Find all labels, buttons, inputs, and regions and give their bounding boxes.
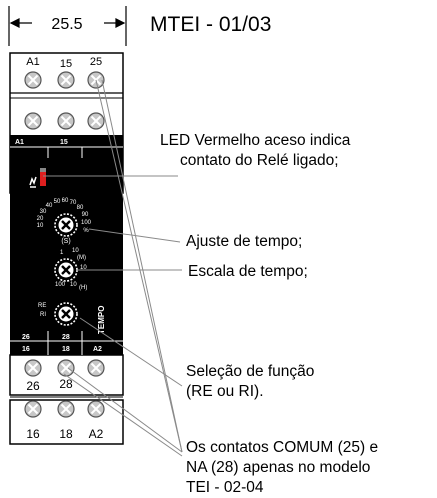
scale-tick-10a: 10	[72, 248, 79, 254]
scale-tick-10b: 10	[80, 265, 87, 271]
callout-led-line2: contato do Relé ligado;	[180, 152, 339, 169]
panel-label-28: 28	[62, 334, 70, 341]
callout-led-line1: LED Vermelho aceso indica	[160, 132, 351, 149]
callout-escala: Escala de tempo;	[188, 263, 308, 280]
function-select-dial[interactable]	[54, 302, 78, 326]
scale-unit-minutes: (M)	[77, 255, 86, 261]
screw-terminal-mid-1[interactable]	[24, 112, 42, 130]
screw-terminal-mid-2[interactable]	[57, 112, 75, 130]
red-led	[40, 171, 46, 186]
panel-label-15: 15	[60, 139, 68, 146]
screw-terminal-bottom-1[interactable]	[24, 400, 42, 418]
callout-contatos-line3: TEI - 02-04	[186, 479, 264, 496]
dial-tick-20: 20	[37, 216, 44, 222]
time-adjust-dial[interactable]	[54, 213, 78, 237]
function-label-re: RE	[38, 303, 46, 309]
dial-tick-70: 70	[70, 200, 77, 206]
dial-tick-100: 100	[81, 220, 92, 226]
leader-lines	[43, 79, 183, 457]
callout-ajuste: Ajuste de tempo;	[186, 233, 303, 250]
dial-tick-percent: %	[83, 228, 89, 234]
screw-terminal-bottom-3[interactable]	[87, 400, 105, 418]
screw-terminal-bottom-2[interactable]	[57, 400, 75, 418]
screw-terminals-top	[24, 71, 105, 418]
screw-terminal-lower-3[interactable]	[87, 359, 105, 377]
dial-tick-50: 50	[54, 199, 61, 205]
dial-tick-40: 40	[46, 203, 53, 209]
panel-label-a2: A2	[93, 346, 102, 353]
brand-label: TEMPO	[97, 306, 106, 334]
terminal-label-15: 15	[60, 58, 72, 70]
function-label-ri: RI	[40, 312, 46, 318]
screw-terminal-mid-3[interactable]	[87, 112, 105, 130]
callout-contatos-line2: NA (28) apenas no modelo	[186, 459, 371, 476]
scale-tick-10c: 10	[70, 282, 77, 288]
dimension-label: 25.5	[51, 16, 82, 33]
panel-label-a1: A1	[15, 139, 24, 146]
terminal-label-16: 16	[26, 427, 40, 441]
panel-label-18: 18	[62, 346, 70, 353]
scale-tick-100: 100	[55, 282, 66, 288]
terminal-label-28: 28	[59, 377, 73, 391]
dial-tick-10: 10	[37, 223, 44, 229]
diagram-title: MTEI - 01/03	[150, 13, 271, 36]
screw-terminal-top-1[interactable]	[24, 71, 42, 89]
terminal-label-a2: A2	[89, 427, 104, 441]
dial-tick-30: 30	[40, 209, 47, 215]
width-dimension	[8, 6, 127, 46]
terminal-label-26: 26	[26, 379, 40, 393]
callout-contatos-line1: Os contatos COMUM (25) e	[186, 439, 379, 456]
callout-selecao-line1: Seleção de função	[186, 363, 315, 380]
panel-label-26: 26	[22, 334, 30, 341]
panel-label-16: 16	[22, 346, 30, 353]
screw-terminal-top-2[interactable]	[57, 71, 75, 89]
time-scale-dial[interactable]	[54, 258, 78, 282]
screw-terminal-lower-1[interactable]	[24, 359, 42, 377]
screw-terminal-lower-2[interactable]	[57, 359, 75, 377]
dial-tick-60: 60	[62, 198, 69, 204]
dial-tick-80: 80	[77, 205, 84, 211]
scale-unit-hours: (H)	[79, 285, 87, 291]
terminal-label-a1: A1	[26, 56, 39, 68]
callout-selecao-line2: (RE ou RI).	[186, 383, 264, 400]
terminal-label-25: 25	[90, 56, 102, 68]
led-indicator	[29, 168, 46, 188]
terminal-label-18: 18	[59, 427, 73, 441]
dial-tick-90: 90	[82, 212, 89, 218]
scale-tick-1: 1	[60, 250, 64, 256]
unit-seconds: (S)	[61, 238, 70, 245]
